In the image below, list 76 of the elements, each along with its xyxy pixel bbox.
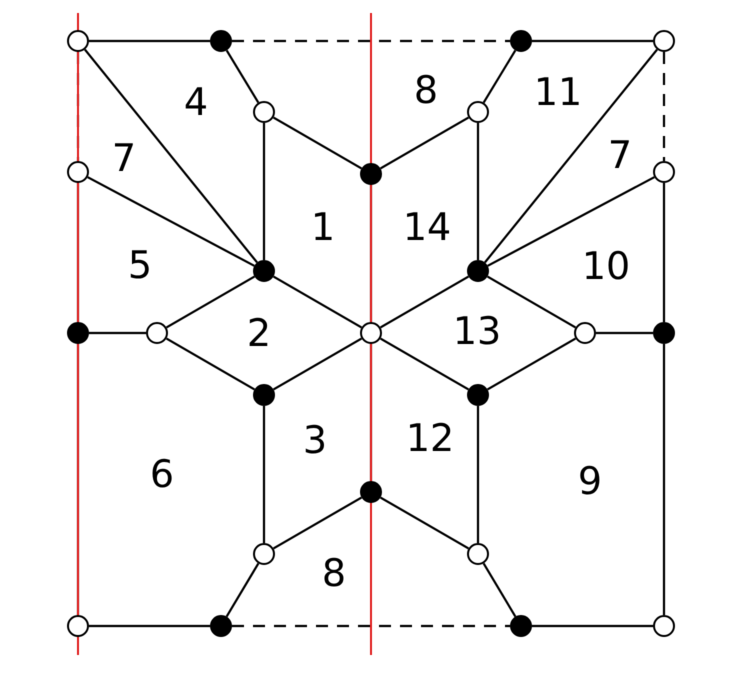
graph-edge: [226, 50, 260, 104]
graph-edge: [232, 40, 510, 42]
graph-edge: [476, 406, 480, 543]
graph-edge: [380, 276, 470, 328]
graph-edge: [482, 50, 516, 104]
graph-edge: [662, 52, 666, 161]
open-vertex: [653, 161, 675, 183]
face-number: 12: [406, 419, 454, 457]
graph-edge: [262, 123, 266, 260]
face-number: 4: [184, 83, 208, 121]
graph-edge: [262, 406, 266, 543]
open-vertex: [67, 161, 89, 183]
open-vertex: [467, 101, 489, 123]
open-vertex: [67, 615, 89, 637]
face-number: 2: [246, 314, 272, 352]
face-number: 7: [112, 139, 136, 177]
face-number: 14: [402, 208, 452, 246]
filled-vertex: [467, 260, 489, 282]
face-number: 3: [302, 421, 328, 459]
filled-vertex: [360, 481, 382, 503]
filled-vertex: [360, 163, 382, 185]
graph-edge: [89, 40, 210, 42]
face-number: 6: [150, 455, 174, 493]
face-number: 9: [578, 462, 602, 500]
graph-edge: [380, 496, 470, 550]
graph-edge: [662, 344, 666, 615]
graph-edge: [532, 624, 653, 628]
graph-edge: [532, 40, 653, 42]
graph-edge: [272, 496, 362, 550]
graph-edge: [272, 338, 362, 390]
filled-vertex: [467, 384, 489, 406]
face-number: 7: [608, 136, 632, 174]
filled-vertex: [67, 322, 89, 344]
face-number: 8: [414, 71, 438, 109]
open-vertex: [253, 543, 275, 565]
graph-edge: [84, 48, 258, 264]
open-vertex: [653, 615, 675, 637]
filled-vertex: [510, 615, 532, 637]
open-vertex: [67, 30, 89, 52]
open-vertex: [146, 322, 168, 344]
face-number: 1: [310, 208, 336, 246]
face-number: 11: [534, 73, 582, 111]
filled-vertex: [253, 384, 275, 406]
graph-edge: [166, 338, 256, 390]
graph-edge: [380, 338, 470, 390]
graph-edge: [486, 276, 576, 328]
open-vertex: [467, 543, 489, 565]
graph-edge: [232, 624, 510, 628]
filled-vertex: [510, 30, 532, 52]
face-number: 13: [452, 312, 502, 350]
open-vertex: [253, 101, 275, 123]
graph-edge: [662, 183, 666, 322]
graph-edge: [486, 338, 576, 390]
graph-edge: [380, 116, 470, 170]
graph-edge: [596, 332, 653, 334]
graph-edge: [166, 276, 256, 328]
graph-edge: [482, 562, 516, 618]
graph-edge: [272, 276, 362, 328]
graph-edge: [89, 624, 210, 628]
face-number: 8: [322, 554, 346, 592]
graph-edge: [484, 48, 658, 264]
graph-edge: [87, 176, 255, 267]
filled-vertex: [253, 260, 275, 282]
open-vertex: [360, 322, 382, 344]
face-number: 5: [128, 246, 152, 284]
graph-edge: [272, 116, 362, 170]
filled-vertex: [653, 322, 675, 344]
filled-vertex: [210, 30, 232, 52]
graph-edge: [487, 176, 655, 267]
open-vertex: [574, 322, 596, 344]
open-vertex: [653, 30, 675, 52]
graph-edge: [89, 332, 146, 334]
graph-edge: [476, 123, 480, 260]
filled-vertex: [210, 615, 232, 637]
face-number: 10: [582, 247, 630, 285]
graph-edge: [226, 562, 260, 618]
